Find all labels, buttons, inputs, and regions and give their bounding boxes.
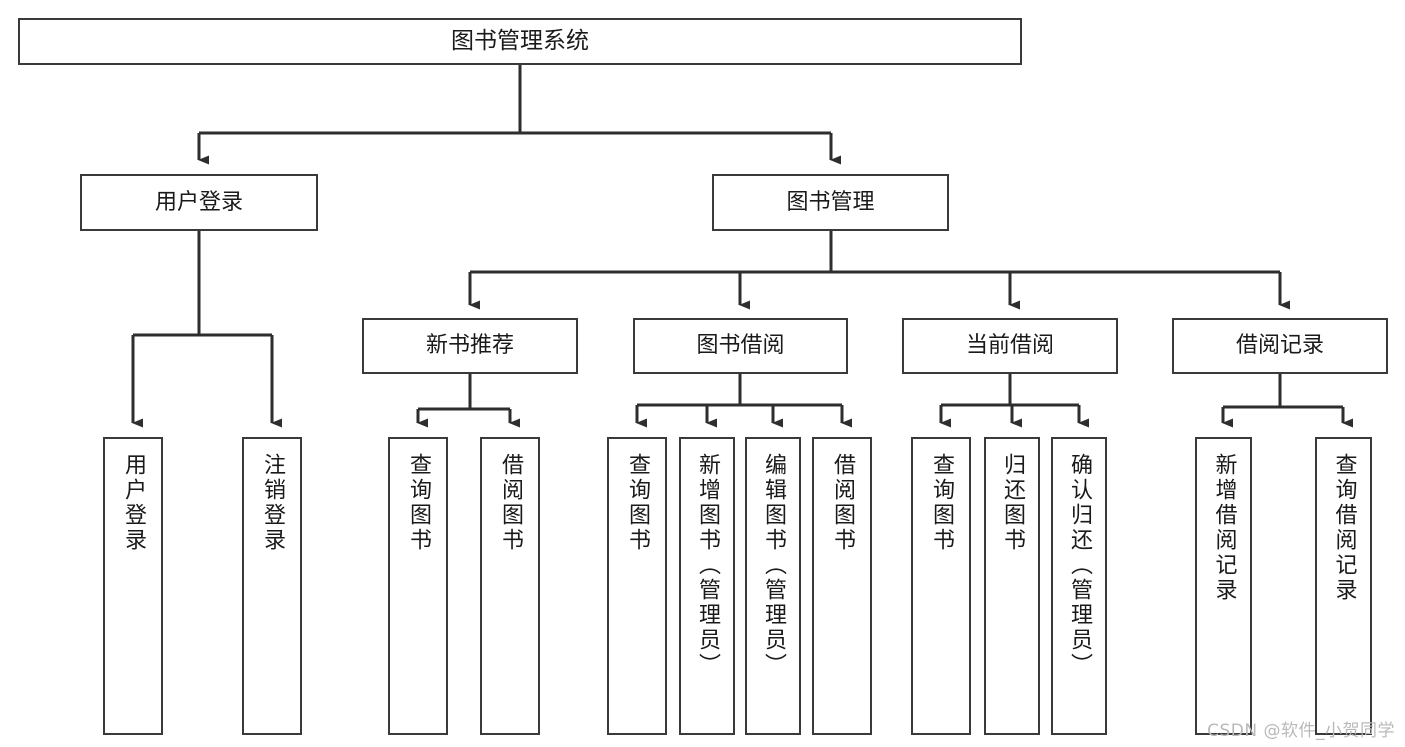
node-book-manage-label: 图书管理	[786, 189, 875, 215]
leaf-query-book-3-label: 查询图书	[929, 453, 954, 553]
leaf-query-book-3[interactable]: 查询图书	[911, 437, 971, 735]
leaf-query-record-label: 查询借阅记录	[1331, 453, 1357, 603]
leaf-borrow-book-1[interactable]: 借阅图书	[480, 437, 540, 735]
leaf-return-book-label: 归还图书	[1000, 453, 1025, 553]
node-borrow-record[interactable]: 借阅记录	[1172, 318, 1388, 374]
node-new-book-rec[interactable]: 新书推荐	[362, 318, 578, 374]
leaf-query-book-1[interactable]: 查询图书	[388, 437, 448, 735]
leaf-user-login[interactable]: 用户登录	[103, 437, 163, 735]
csdn-watermark: CSDN @软件_小贺同学	[1207, 721, 1395, 741]
node-current-borrow[interactable]: 当前借阅	[902, 318, 1118, 374]
leaf-borrow-book-2-label: 借阅图书	[830, 453, 855, 553]
leaf-borrow-book-2[interactable]: 借阅图书	[812, 437, 872, 735]
leaf-query-record[interactable]: 查询借阅记录	[1315, 437, 1372, 735]
leaf-edit-book[interactable]: 编辑图书（管理员）	[745, 437, 801, 735]
leaf-add-book-label: 新增图书（管理员）	[695, 453, 720, 678]
leaf-confirm-return-label: 确认归还（管理员）	[1067, 453, 1092, 678]
leaf-add-record[interactable]: 新增借阅记录	[1195, 437, 1252, 735]
node-new-book-rec-label: 新书推荐	[425, 333, 514, 359]
leaf-query-book-1-label: 查询图书	[406, 453, 431, 553]
node-book-manage[interactable]: 图书管理	[712, 174, 949, 231]
leaf-borrow-book-1-label: 借阅图书	[498, 453, 523, 553]
leaf-user-logout[interactable]: 注销登录	[242, 437, 302, 735]
leaf-user-login-label: 用户登录	[121, 453, 146, 553]
node-book-borrow[interactable]: 图书借阅	[633, 318, 848, 374]
leaf-query-book-2[interactable]: 查询图书	[607, 437, 667, 735]
node-current-borrow-label: 当前借阅	[965, 333, 1054, 359]
leaf-confirm-return[interactable]: 确认归还（管理员）	[1051, 437, 1107, 735]
leaf-return-book[interactable]: 归还图书	[984, 437, 1040, 735]
node-book-borrow-label: 图书借阅	[696, 333, 785, 359]
node-root[interactable]: 图书管理系统	[18, 18, 1022, 65]
leaf-query-book-2-label: 查询图书	[625, 453, 650, 553]
node-user-login[interactable]: 用户登录	[80, 174, 318, 231]
leaf-add-record-label: 新增借阅记录	[1211, 453, 1237, 603]
leaf-add-book[interactable]: 新增图书（管理员）	[679, 437, 735, 735]
leaf-user-logout-label: 注销登录	[260, 453, 285, 553]
leaf-edit-book-label: 编辑图书（管理员）	[761, 453, 786, 678]
node-root-label: 图书管理系统	[451, 28, 589, 55]
node-borrow-record-label: 借阅记录	[1235, 333, 1324, 359]
node-user-login-label: 用户登录	[154, 189, 243, 215]
